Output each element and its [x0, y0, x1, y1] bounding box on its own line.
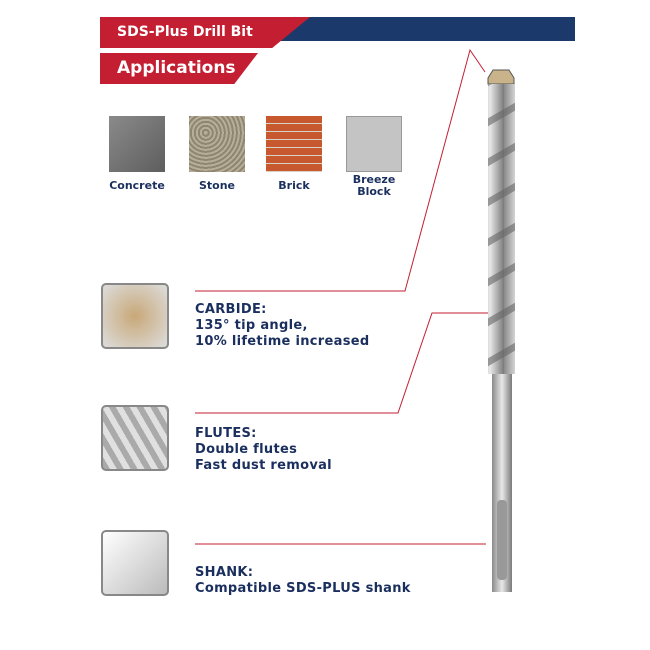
- feature-flutes: FLUTES: Double flutes Fast dust removal: [195, 426, 332, 474]
- material-label: Stone: [198, 179, 236, 192]
- feature-line: Double flutes: [195, 442, 298, 457]
- callout-lines: [195, 48, 490, 545]
- feature-shank: SHANK: Compatible SDS-PLUS shank: [195, 565, 411, 597]
- feature-line: 10% lifetime increased: [195, 334, 370, 349]
- material-stone: Stone: [186, 116, 248, 192]
- feature-line: Fast dust removal: [195, 458, 332, 473]
- feature-carbide: CARBIDE: 135° tip angle, 10% lifetime in…: [195, 302, 369, 350]
- material-label: Brick: [278, 179, 310, 192]
- material-breeze-block: Breeze Block: [343, 116, 405, 198]
- feature-title: CARBIDE:: [195, 302, 267, 317]
- feature-line: 135° tip angle,: [195, 318, 308, 333]
- flutes-callout-line: [195, 312, 490, 414]
- brick-image: [266, 116, 322, 172]
- feature-line: Compatible SDS-PLUS shank: [195, 581, 411, 596]
- feature-title: SHANK:: [195, 565, 254, 580]
- applications-heading: Applications: [100, 53, 258, 84]
- concrete-image: [109, 116, 165, 172]
- stone-image: [189, 116, 245, 172]
- carbide-callout-line: [195, 48, 486, 292]
- product-title: SDS-Plus Drill Bit: [100, 17, 310, 48]
- material-concrete: Concrete: [106, 116, 168, 192]
- shank-thumbnail: [101, 530, 169, 596]
- material-label: Breeze Block: [352, 173, 396, 198]
- drill-bit-image: [487, 69, 515, 592]
- material-label: Concrete: [109, 179, 165, 192]
- carbide-thumbnail: [101, 283, 169, 349]
- breeze-block-image: [346, 116, 402, 172]
- flutes-thumbnail: [101, 405, 169, 471]
- feature-title: FLUTES:: [195, 426, 257, 441]
- material-brick: Brick: [263, 116, 325, 192]
